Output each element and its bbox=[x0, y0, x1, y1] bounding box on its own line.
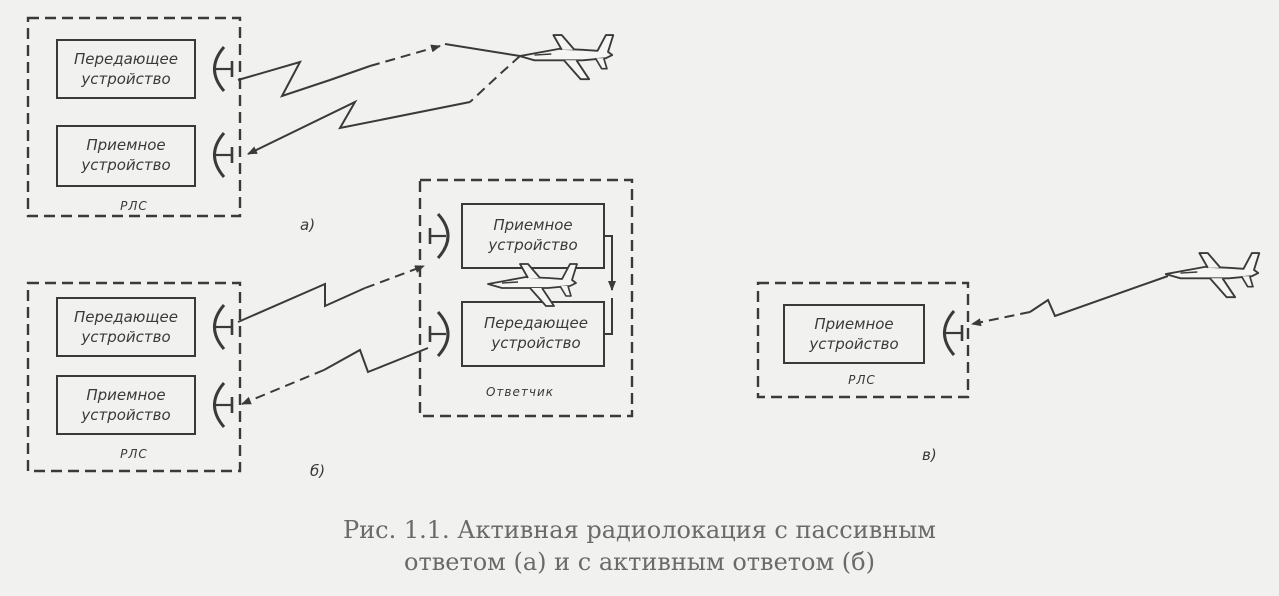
receiver-a-label-2: устройство bbox=[80, 156, 170, 174]
receiver-c-box bbox=[783, 304, 925, 364]
sub-label-b: б) bbox=[310, 462, 325, 480]
caption-line-2: ответом (а) и с активным ответом (б) bbox=[404, 548, 875, 576]
receiver-c-label-1: Приемное bbox=[814, 315, 893, 333]
station-a-outline bbox=[26, 16, 242, 218]
aircraft-icon bbox=[487, 263, 578, 307]
transponder-internal-link bbox=[604, 235, 616, 291]
transponder-transmitter-label-1: Передающее bbox=[484, 314, 588, 332]
signal-a-outgoing-dashed bbox=[369, 44, 441, 67]
antenna-icon bbox=[213, 132, 234, 178]
signal-b-return-dashed bbox=[241, 369, 325, 405]
transponder-outline bbox=[418, 178, 634, 418]
receiver-b-label-2: устройство bbox=[80, 406, 170, 424]
receiver-b-box bbox=[56, 375, 196, 435]
transponder-internal-link-tail bbox=[604, 298, 613, 335]
transmitter-b-label-2: устройство bbox=[80, 328, 170, 346]
station-c-outline bbox=[756, 281, 970, 399]
station-b-label: РЛС bbox=[120, 447, 148, 461]
transponder-transmitter-label-2: устройство bbox=[490, 334, 580, 352]
antenna-icon bbox=[213, 46, 234, 92]
station-c-label: РЛС bbox=[848, 373, 876, 387]
signal-a-forward bbox=[444, 43, 521, 57]
aircraft-icon bbox=[518, 34, 615, 81]
receiver-b-label-1: Приемное bbox=[86, 386, 165, 404]
caption-line-1: Рис. 1.1. Активная радиолокация с пассив… bbox=[343, 516, 936, 544]
transmitter-b-box bbox=[56, 297, 196, 357]
station-b-outline bbox=[26, 281, 242, 473]
aircraft-icon bbox=[1164, 252, 1261, 299]
antenna-icon bbox=[428, 310, 450, 358]
signal-b-outgoing bbox=[237, 282, 366, 323]
antenna-icon bbox=[213, 382, 234, 428]
signal-a-return bbox=[247, 99, 471, 155]
figure-caption: Рис. 1.1. Активная радиолокация с пассив… bbox=[0, 514, 1279, 578]
station-a-label: РЛС bbox=[120, 199, 148, 213]
signal-c-emission-dashed bbox=[971, 311, 1031, 327]
antenna-icon bbox=[428, 212, 450, 260]
sub-label-a: а) bbox=[300, 216, 315, 234]
transponder-receiver-label-2: устройство bbox=[487, 236, 577, 254]
signal-b-return bbox=[323, 347, 429, 374]
transmitter-b-label-1: Передающее bbox=[74, 308, 178, 326]
signal-b-outgoing-dashed bbox=[364, 265, 425, 289]
signal-a-return-dashed bbox=[469, 55, 521, 103]
transmitter-a-box bbox=[56, 39, 196, 99]
signal-a-outgoing bbox=[237, 60, 371, 98]
transponder-label: Ответчик bbox=[486, 385, 554, 399]
receiver-c-label-2: устройство bbox=[808, 335, 898, 353]
transmitter-a-label-1: Передающее bbox=[74, 50, 178, 68]
transponder-receiver-label-1: Приемное bbox=[493, 216, 572, 234]
antenna-icon bbox=[943, 310, 964, 356]
signal-c-emission bbox=[1029, 275, 1169, 318]
transmitter-a-label-2: устройство bbox=[80, 70, 170, 88]
antenna-icon bbox=[213, 304, 234, 350]
sub-label-c: в) bbox=[922, 446, 937, 464]
receiver-a-box bbox=[56, 125, 196, 187]
receiver-a-label-1: Приемное bbox=[86, 136, 165, 154]
radar-diagram: Передающее устройство Приемное устройств… bbox=[26, 16, 1261, 480]
